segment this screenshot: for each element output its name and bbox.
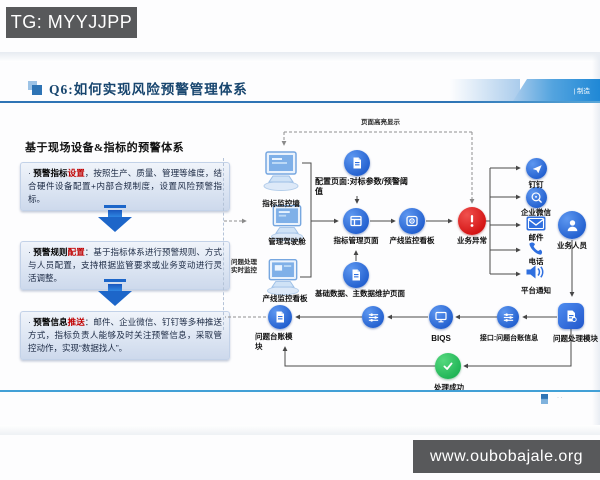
line-board-device-icon (267, 258, 299, 296)
config-page-label: 配置页面:对标参数/预警阈值 (315, 177, 408, 196)
biz-user-label: 业务人员 (557, 241, 587, 250)
base-data-node (343, 262, 369, 288)
footer-divider (0, 390, 600, 392)
warning-box-push: · 预警信息推送：邮件、企业微信、钉钉等多种推送方式，指标负责人能够及时关注预警… (20, 311, 230, 360)
cockpit-device-icon (271, 204, 303, 242)
panel-heading: 基于现场设备&指标的预警体系 (25, 142, 185, 154)
page-highlight-note: 页面高亮显示 (361, 119, 400, 126)
check-icon (443, 362, 453, 370)
speaker-icon (526, 265, 544, 279)
interface-node-2 (362, 306, 384, 328)
sliders-icon (368, 312, 378, 322)
channel-label-phone: 电话 (528, 257, 544, 266)
box2-highlight: 配置 (67, 247, 85, 257)
monitor-wall-device-icon (263, 151, 299, 191)
line-monitor-board-node (399, 208, 425, 234)
bullet: · (28, 168, 31, 178)
config-page-node (344, 150, 370, 176)
warning-box-indicator: · 预警指标设置，按照生产、质量、管理等维度，结合硬件设备配置+内部合规制度，设… (20, 162, 230, 211)
badge-gradient (450, 79, 520, 101)
document-gear-icon (567, 310, 577, 322)
slide-title-bar: Q6:如何实现风险预警管理体系 (28, 78, 248, 98)
mail-icon (526, 216, 546, 231)
realtime-monitor-note: 问题处理 实时监控 (231, 259, 257, 275)
top-watermark-banner: TG: MYYJJPP (6, 7, 137, 38)
box1-lead: 预警指标 (33, 168, 68, 178)
device-label-line-board: 产线监控看板 (262, 294, 308, 303)
device-label-cockpit: 管理驾驶舱 (268, 237, 306, 246)
line-board-label: 产线监控看板 (389, 236, 435, 245)
issue-module-label: 问题处理模块 (553, 334, 598, 343)
box3-lead: 预警信息 (33, 317, 68, 327)
channel-label-mail: 邮件 (528, 233, 544, 242)
note-line-2: 实时监控 (231, 267, 257, 274)
biz-exception-label: 业务异常 (457, 236, 487, 245)
box3-highlight: 推送 (67, 317, 85, 327)
channel-label-dingtalk: 钉钉 (528, 180, 544, 189)
monitor-icon (435, 311, 447, 323)
biqs-node (429, 305, 453, 329)
indicator-mgmt-node (343, 208, 369, 234)
exclamation-icon (470, 215, 474, 227)
title-divider (0, 101, 600, 103)
footer-dots: · · (557, 395, 563, 401)
chat-bubble-icon (531, 192, 542, 203)
camera-board-icon (406, 215, 418, 227)
bullet: · (28, 317, 31, 327)
box1-text: ，按照生产、质量、管理等维度，结合硬件设备配置+内部合规制度，设置风险预警指标。 (28, 168, 222, 204)
wechat-work-node (526, 187, 547, 208)
issue-module-node (558, 303, 584, 329)
page-title: Q6:如何实现风险预警管理体系 (49, 82, 248, 97)
person-icon (567, 219, 577, 231)
document-icon (352, 269, 360, 281)
slide-bottom-shadow (0, 425, 600, 435)
biz-exception-node (458, 207, 486, 235)
biqs-label: BIQS (431, 334, 451, 343)
footer-page-marker (541, 394, 548, 404)
slide-right-shadow (592, 52, 600, 432)
device-label-monitor-wall: 指标监控墙 (262, 199, 300, 208)
sliders-icon (503, 312, 513, 322)
window-icon (350, 215, 362, 227)
note-line-1: 问题处理 (231, 259, 257, 266)
category-badge: | 制造 (513, 79, 600, 101)
success-label: 处理成功 (434, 383, 464, 392)
ledger-node (268, 305, 292, 329)
interface-label: 接口:问题台账信息 (479, 335, 539, 342)
ledger-label: 问题台账模块 (255, 332, 293, 351)
indicator-mgmt-label: 指标管理页面 (333, 236, 379, 245)
phone-icon (529, 242, 543, 255)
channel-label-platform: 平台通知 (521, 286, 551, 295)
document-icon (353, 157, 361, 169)
success-node (435, 353, 461, 379)
slide-top-shadow (0, 52, 600, 62)
box2-text: ：基于指标体系进行预警规则、方式与人员配置，支持根据监管要求或业务变动进行灵活调… (28, 247, 222, 283)
down-arrow-icon (98, 205, 132, 232)
dingtalk-wing-icon (532, 164, 542, 173)
down-arrow-icon (98, 279, 132, 306)
box3-text: ：邮件、企业微信、钉钉等多种推送方式，指标负责人能够及时关注预警信息，采取管控动… (28, 317, 222, 353)
dingtalk-node (526, 158, 547, 179)
panel-flow-divider (223, 158, 224, 330)
document-icon (276, 311, 284, 323)
interface-node (497, 306, 519, 328)
box2-lead: 预警规则 (33, 247, 68, 257)
title-squares-icon (28, 81, 42, 95)
base-data-label: 基础数据、主数据维护页面 (315, 289, 405, 298)
bullet: · (28, 247, 31, 257)
channel-label-wechat-work: 企业微信 (521, 208, 551, 217)
biz-user-node (558, 211, 586, 239)
box1-highlight: 设置 (67, 168, 85, 178)
bottom-watermark-banner: www.oubobajale.org (413, 440, 600, 473)
